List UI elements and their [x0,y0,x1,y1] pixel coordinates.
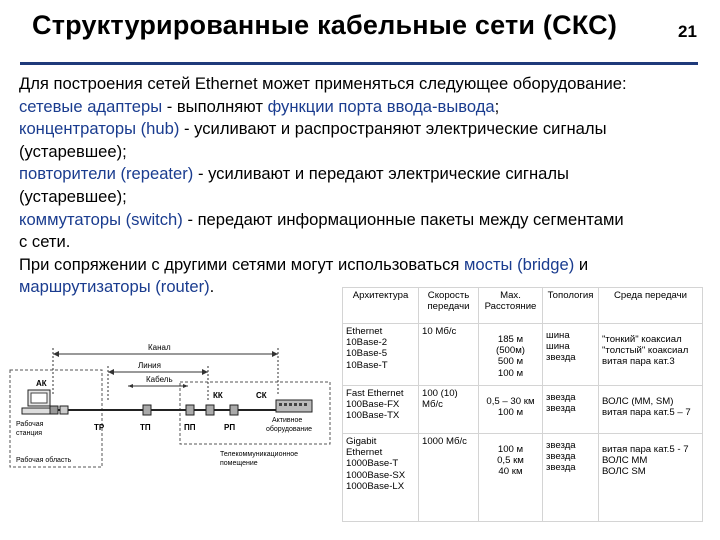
term-repeater: повторители (repeater) [19,164,194,184]
work-area-label: Рабочая область [16,456,72,464]
line-label: Линия [138,361,161,370]
telecom-room-box [179,381,331,445]
work-area-box [9,369,103,468]
tr-label: ТР [94,423,105,432]
workstation-label-1: Рабочая [16,420,44,428]
text-line: (устаревшее); [19,186,127,206]
text-line: сетевые адаптеры - выполняют функции пор… [19,96,500,116]
channel-label: Канал [148,343,171,352]
term-router: маршрутизаторы (router) [19,277,210,297]
slide-title: Структурированные кабельные сети (СКС) [32,10,618,40]
title-underline [20,62,698,65]
text-line: (устаревшее); [19,141,127,161]
active-label-1: Активное [272,417,302,424]
text-line: коммутаторы (switch) - передают информац… [19,209,624,229]
telecom-label-1: Телекоммуникационное [220,451,298,458]
table-header: Топология [542,287,599,324]
cable-label: Кабель [146,375,173,384]
connector-icon [49,405,59,415]
connector-icon [229,404,239,416]
table-header: Скорость передачи [418,287,479,324]
text-line: концентраторы (hub) - усиливают и распро… [19,119,607,139]
table-header-row: Архитектура Скорость передачи Max. Расст… [342,287,703,324]
workstation-label-2: станция [16,430,42,437]
table-cell: 1000 Мб/с [418,433,479,522]
connector-icon [205,404,215,416]
page-number: 21 [678,22,697,41]
kk-label: КК [213,391,223,400]
ak-label: АК [36,379,47,388]
rp-label: РП [224,423,235,432]
cabling-diagram: Канал Линия Кабель АК [8,322,338,472]
text-line: При сопряжении с другими сетями могут ис… [19,254,589,274]
tp-label: ТП [140,423,151,432]
text-line: маршрутизаторы (router). [19,277,215,297]
active-label-2: оборудование [266,425,312,433]
connector-icon [142,404,152,416]
pp-label: ПП [184,423,196,432]
text-line: повторители (repeater) - усиливают и пер… [19,164,569,184]
ethernet-table: Архитектура Скорость передачи Max. Расст… [342,287,703,522]
table-header: Среда передачи [598,287,703,324]
table-header: Max. Расстояние [478,287,543,324]
term-network-adapters: сетевые адаптеры [19,96,163,116]
term-bridge: мосты (bridge) [464,254,575,274]
body-text: Для построения сетей Ethernet может прим… [19,73,709,299]
term-switch: коммутаторы (switch) [19,209,183,229]
table-cell: ВОЛС (MM, SM)витая пара кат.5 – 7 [598,385,703,434]
term-hub: концентраторы (hub) [19,119,180,139]
table-cell: 10 Мб/с [418,323,479,386]
telecom-label-2: помещение [220,460,258,467]
term-io-port: функции порта ввода-вывода [267,96,495,116]
text-line: с сети. [19,232,71,252]
text-line: Для построения сетей Ethernet может прим… [19,74,627,93]
sk-label: СК [256,391,267,400]
table-cell: 100 (10)Мб/с [418,385,479,434]
table-header: Архитектура [342,287,419,324]
connector-icon [185,404,195,416]
